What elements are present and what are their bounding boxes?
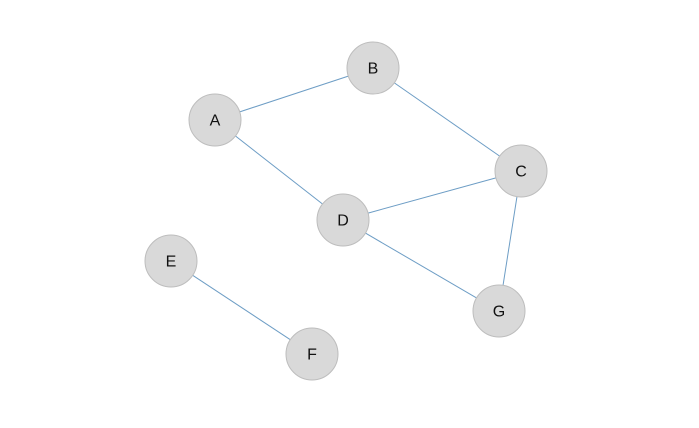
graph-node-circle-d[interactable] — [316, 193, 370, 247]
graph-node-circle-c[interactable] — [494, 144, 548, 198]
edge-layer — [192, 75, 518, 341]
node-layer: A B C D E F G — [144, 41, 548, 381]
graph-edge-a-d[interactable] — [235, 135, 323, 205]
graph-edge-c-d[interactable] — [367, 177, 497, 214]
graph-node-circle-g[interactable] — [472, 284, 526, 338]
graph-node-circle-f[interactable] — [285, 327, 339, 381]
graph-edge-a-b[interactable] — [239, 75, 349, 113]
graph-node-label-f: F — [307, 347, 317, 364]
graph-node-label-b: B — [368, 61, 379, 78]
graph-node-label-c: C — [515, 164, 527, 181]
graph-edge-c-g[interactable] — [502, 196, 518, 286]
graph-node-label-a: A — [210, 113, 221, 130]
graph-node-circle-e[interactable] — [144, 234, 198, 288]
graph-node-label-e: E — [166, 254, 177, 271]
graph-node-circle-a[interactable] — [188, 93, 242, 147]
graph-edge-d-g[interactable] — [365, 232, 477, 299]
graph-node-g[interactable]: G — [472, 284, 526, 338]
graph-node-d[interactable]: D — [316, 193, 370, 247]
graph-node-label-g: G — [493, 304, 505, 321]
graph-node-f[interactable]: F — [285, 327, 339, 381]
graph-node-label-d: D — [337, 213, 349, 230]
graph-edge-e-f[interactable] — [192, 274, 291, 341]
graph-node-b[interactable]: B — [346, 41, 400, 95]
graph-node-circle-b[interactable] — [346, 41, 400, 95]
graph-edge-b-c[interactable] — [394, 82, 500, 157]
graph-node-a[interactable]: A — [188, 93, 242, 147]
graph-node-c[interactable]: C — [494, 144, 548, 198]
graph-node-e[interactable]: E — [144, 234, 198, 288]
